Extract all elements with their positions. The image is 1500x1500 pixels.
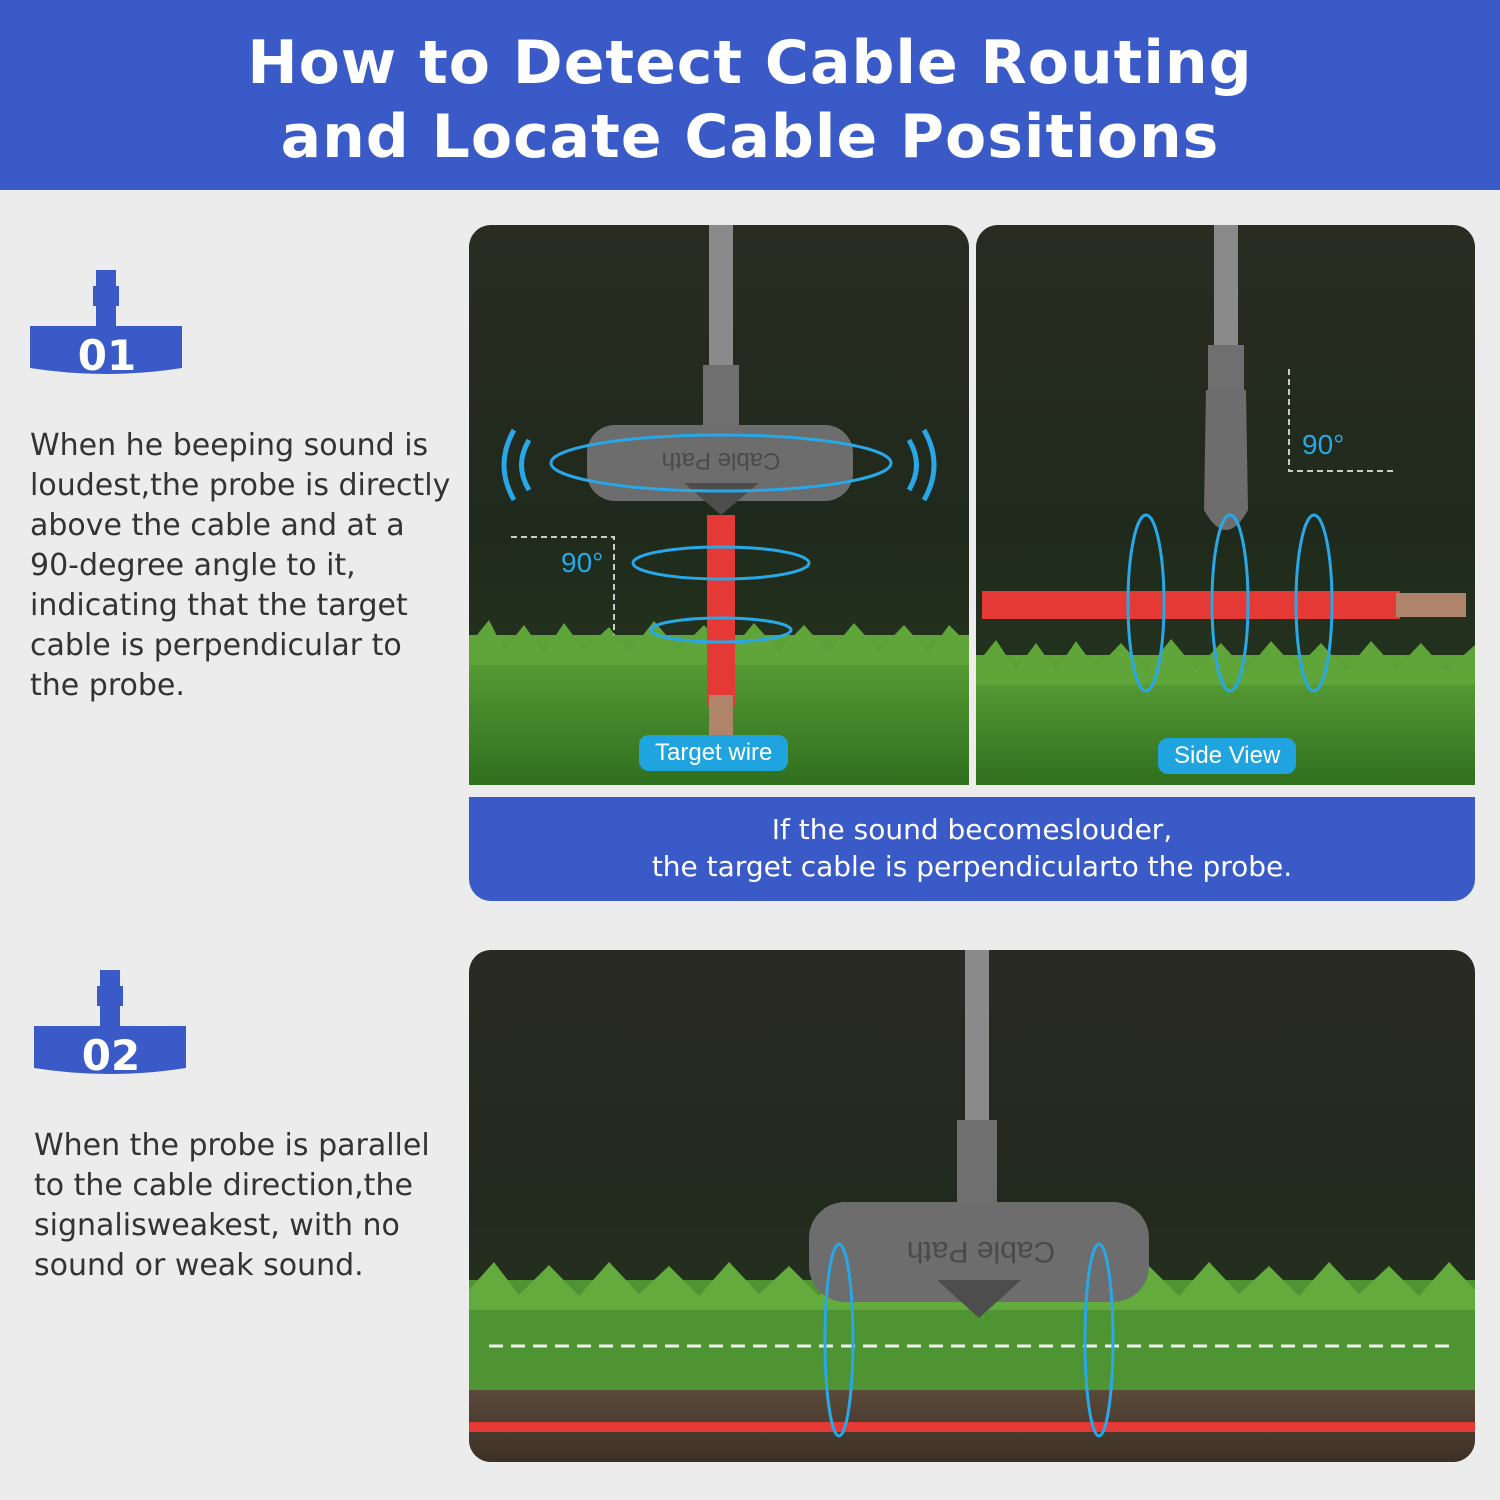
front-angle-label: 90° [561,547,604,578]
bottom-probe-label: Cable Path [907,1235,1055,1268]
front-probe-label: Cable Path [662,447,781,474]
target-wire-tag: Target wire [639,735,789,771]
title-line-2: and Locate Cable Positions [280,102,1220,172]
step-1-number: 01 [78,331,136,380]
page-title: How to Detect Cable Routing and Locate C… [0,0,1500,174]
side-view-tag: Side View [1158,738,1297,774]
title-line-1: How to Detect Cable Routing [247,28,1253,98]
parallel-view-illustration: Cable Path [469,950,1475,1462]
note-line-2: the target cable is perpendicularto the … [651,850,1293,883]
side-view-illustration: 90° Side View [976,225,1475,785]
side-angle-label: 90° [1302,429,1345,460]
step-1-badge: 01 [30,270,185,380]
front-view-illustration: Cable Path 90° Target wire [469,225,969,785]
step-2-number: 02 [82,1031,140,1080]
step-1-description: When he beeping sound is loudest,the pro… [30,428,451,703]
note-line-1: If the sound becomeslouder, [771,813,1173,846]
step-2-badge: 02 [34,970,189,1080]
perpendicular-note: If the sound becomeslouder, the target c… [469,797,1475,901]
header-banner: How to Detect Cable Routing and Locate C… [0,0,1500,190]
step-2-description: When the probe is parallel to the cable … [34,1128,430,1283]
